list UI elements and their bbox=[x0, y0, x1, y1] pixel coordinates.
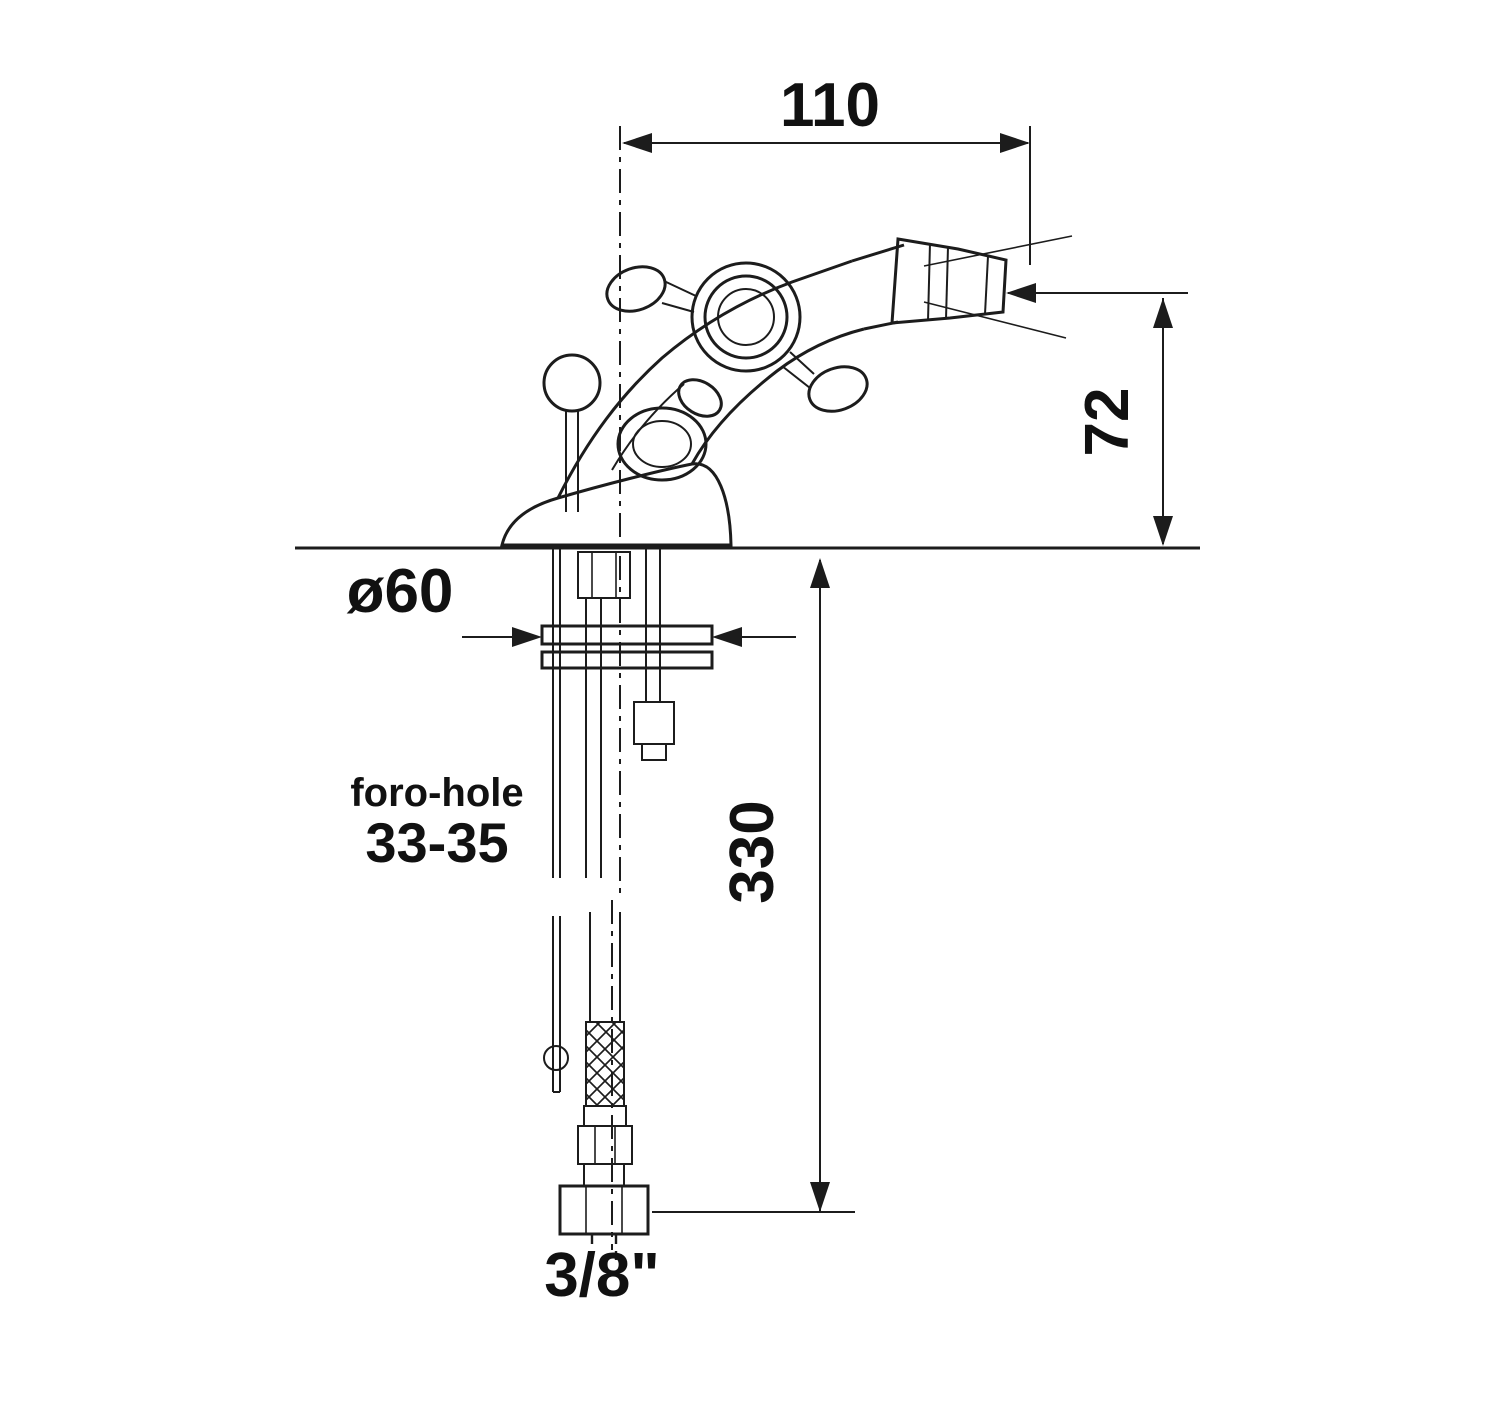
popup-rod-upper bbox=[552, 548, 561, 878]
thread-label: 3/8" bbox=[544, 1241, 660, 1310]
center-line bbox=[611, 126, 621, 1250]
hole-word-label: foro-hole bbox=[350, 771, 523, 815]
dimension-330: 330 bbox=[652, 558, 855, 1213]
popup-rod-lower bbox=[543, 916, 569, 1093]
dimension-110: 110 bbox=[622, 71, 1031, 265]
hole-range-label: 33-35 bbox=[365, 811, 508, 874]
hole-label: foro-hole 33-35 bbox=[350, 771, 523, 874]
rod-joint bbox=[543, 1045, 569, 1071]
dimension-60-label: ø60 bbox=[347, 557, 454, 626]
spray-line-lower bbox=[923, 301, 1067, 339]
bottom-connector-nut bbox=[558, 1163, 650, 1260]
thread-size-label: 3/8" bbox=[544, 1241, 660, 1310]
hose-nut bbox=[577, 1125, 633, 1165]
mounting-shank bbox=[577, 551, 631, 599]
dimension-60: ø60 bbox=[347, 557, 796, 647]
spray-line-upper bbox=[923, 235, 1073, 267]
dimension-72-label: 72 bbox=[1073, 388, 1142, 457]
supply-tube-right bbox=[633, 548, 675, 761]
faucet-drawing bbox=[500, 235, 1073, 547]
popup-knob bbox=[542, 353, 602, 512]
cross-handle-lower bbox=[616, 406, 708, 482]
cross-handle-top bbox=[605, 261, 869, 418]
flex-hose bbox=[577, 912, 633, 1165]
dimension-330-label: 330 bbox=[718, 800, 787, 903]
supply-tube-center bbox=[585, 598, 602, 878]
faucet-body bbox=[500, 259, 865, 547]
below-counter-assembly bbox=[540, 548, 714, 1260]
spout-aerator bbox=[851, 235, 1073, 339]
tube-nut bbox=[633, 701, 675, 745]
dimension-72: 72 bbox=[1006, 283, 1188, 546]
flange bbox=[540, 624, 714, 670]
dimension-110-label: 110 bbox=[780, 71, 880, 140]
